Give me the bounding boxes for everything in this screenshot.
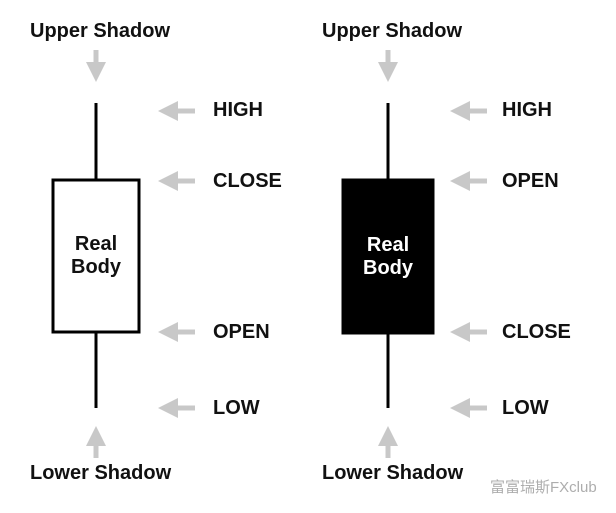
price-label-close: CLOSE [213,170,282,192]
lower-shadow-label: Lower Shadow [30,462,172,484]
body-text-line: Real [74,233,118,255]
watermark: 富富瑞斯FXclub [490,479,597,496]
body-text-line: Body [363,256,413,279]
price-label-open: OPEN [502,170,559,192]
bullish-real-body [51,178,141,334]
body-text-line: Real [366,233,410,256]
upper-shadow-label: Upper Shadow [30,20,171,42]
body-text-line: Body [71,256,121,278]
price-label-high: HIGH [213,99,263,121]
price-label-close: CLOSE [502,321,571,343]
price-label-low: LOW [502,397,549,419]
price-label-low: LOW [213,397,260,419]
upper-shadow-label: Upper Shadow [322,20,463,42]
price-label-open: OPEN [213,321,270,343]
price-label-high: HIGH [502,99,552,121]
lower-shadow-label: Lower Shadow [322,462,464,484]
bearish-real-body [341,178,435,335]
